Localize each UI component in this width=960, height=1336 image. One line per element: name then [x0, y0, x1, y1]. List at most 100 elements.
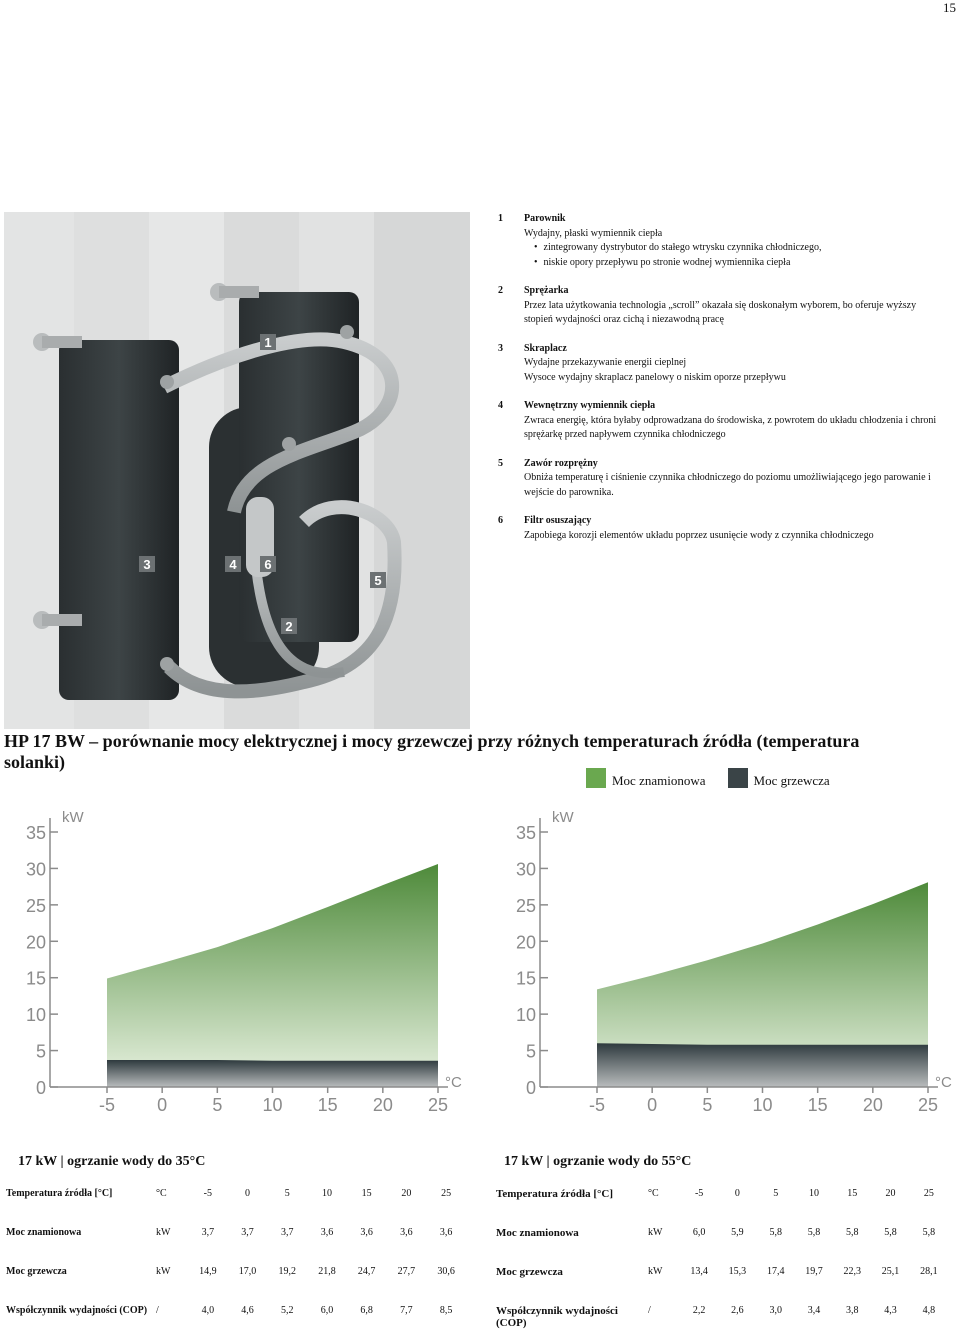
table-cell: 19,7 [805, 1266, 823, 1277]
table-cell: 3,8 [846, 1305, 859, 1316]
row-label: Temperatura źródła [°C] [496, 1188, 614, 1200]
x-tick-label: -5 [99, 1095, 115, 1115]
table-cell: 3,6 [439, 1227, 453, 1238]
table-cell: 7,7 [400, 1305, 413, 1316]
label-marker-5 [370, 572, 386, 588]
y-tick-label: 20 [26, 932, 46, 952]
table-cell: 0 [245, 1188, 251, 1199]
table-cell: 3,6 [320, 1227, 334, 1238]
table-cell: 6,0 [692, 1227, 706, 1238]
label-marker-1 [260, 334, 276, 350]
table-cell: 3,7 [201, 1227, 215, 1238]
table-cell: 25 [441, 1188, 452, 1199]
y-tick-label: 35 [26, 823, 46, 843]
row-label: Moc grzewcza [496, 1266, 563, 1278]
table-cell: 3,6 [360, 1227, 373, 1238]
table-cell: 6,0 [320, 1305, 334, 1316]
table-cell: 2,2 [692, 1305, 706, 1316]
y-tick-label: 10 [26, 1005, 46, 1025]
table-cell: 3,6 [400, 1227, 413, 1238]
label-marker-6 [260, 556, 276, 572]
component-bullets: zintegrowany dystrybutor do stałego wtry… [524, 241, 938, 270]
table-cell: 8,5 [439, 1305, 453, 1316]
y-tick-label: 15 [516, 969, 536, 989]
component-title: Skraplacz [524, 342, 567, 354]
table-cell: 25,1 [881, 1266, 900, 1277]
table-cell: 5,2 [281, 1305, 294, 1316]
bullet-item: zintegrowany dystrybutor do stałego wtry… [534, 241, 938, 256]
row-label: Współczynnik wydajności (COP) [496, 1305, 618, 1329]
table-cell: 4,0 [201, 1305, 215, 1316]
table-cell: 22,3 [843, 1266, 862, 1277]
label-marker-3 [139, 556, 155, 572]
y-tick-label: 30 [26, 859, 46, 879]
table-title-55c: 17 kW | ogrzanie wody do 55°C [504, 1154, 692, 1169]
table-cell: 5 [773, 1188, 779, 1199]
table-cell: 5,9 [731, 1227, 744, 1238]
x-tick-label: 5 [212, 1095, 222, 1115]
component-6: 6 Filtr osuszający Zapobiega korozji ele… [498, 514, 938, 543]
component-title: Sprężarka [524, 285, 569, 296]
table-cell: 5,8 [884, 1227, 897, 1238]
x-tick-label: 10 [262, 1095, 282, 1115]
legend-label-heating: Moc grzewcza [753, 773, 830, 788]
table-cell: 28,1 [920, 1266, 938, 1277]
row-unit: kW [156, 1227, 171, 1238]
x-unit-label: °C [445, 1074, 462, 1091]
component-text: Zapobiega korozji elementów układu poprz… [524, 529, 874, 541]
label-text-2: 2 [285, 619, 292, 634]
section-title: HP 17 BW – porównanie mocy elektrycznej … [4, 731, 860, 772]
y-tick-label: 30 [516, 859, 536, 879]
table-cell: 10 [808, 1188, 819, 1199]
table-cell: 25 [923, 1188, 934, 1199]
component-1: 1 Parownik Wydajny, płaski wymiennik cie… [498, 212, 938, 270]
table-cell: 17,4 [766, 1266, 785, 1277]
rated-power-area [597, 1043, 928, 1087]
table-cell: 5,8 [807, 1227, 821, 1238]
y-tick-label: 15 [26, 969, 46, 989]
table-cell: 24,7 [357, 1266, 376, 1277]
component-text: Wysoce wydajny skraplacz panelowy o nisk… [524, 371, 786, 383]
y-tick-label: 0 [36, 1078, 46, 1098]
label-marker-2 [281, 618, 297, 634]
label-text-5: 5 [374, 573, 381, 588]
y-tick-label: 5 [36, 1042, 46, 1062]
table-cell: 6,8 [360, 1305, 373, 1316]
label-text-3: 3 [143, 557, 150, 572]
row-label: Współczynnik wydajności (COP) [6, 1305, 148, 1316]
table-cell: -5 [694, 1188, 704, 1199]
row-unit: / [648, 1305, 651, 1316]
row-label: Moc znamionowa [496, 1227, 579, 1239]
component-title: Parownik [524, 213, 566, 224]
component-title: Zawór rozprężny [524, 457, 598, 469]
table-cell: 5 [284, 1188, 290, 1199]
row-label: Moc grzewcza [6, 1266, 67, 1277]
x-tick-label: 5 [702, 1095, 712, 1115]
table-cell: 3,0 [769, 1305, 782, 1316]
table-cell: -5 [203, 1188, 213, 1199]
page-number: 15 [943, 0, 956, 15]
table-cell: 19,2 [278, 1266, 297, 1277]
bullet-item: niskie opory przepływu po stronie wodnej… [534, 256, 938, 271]
legend-label-rated: Moc znamionowa [612, 773, 706, 788]
table-cell: 15 [847, 1188, 858, 1199]
component-number: 1 [498, 213, 503, 224]
component-4: 4 Wewnętrzny wymiennik ciepła Zwraca ene… [498, 399, 938, 443]
table-cell: 3,7 [241, 1227, 254, 1238]
table-cell: 4,8 [922, 1305, 936, 1316]
row-unit: kW [156, 1266, 171, 1277]
y-tick-label: 0 [526, 1078, 536, 1098]
rated-power-area [107, 1060, 438, 1087]
component-2: 2 Sprężarka Przez lata użytkowania techn… [498, 284, 938, 328]
component-title: Wewnętrzny wymiennik ciepła [524, 400, 656, 411]
y-tick-label: 20 [516, 932, 536, 952]
x-tick-label: 25 [918, 1095, 938, 1115]
label-text-6: 6 [264, 557, 271, 572]
